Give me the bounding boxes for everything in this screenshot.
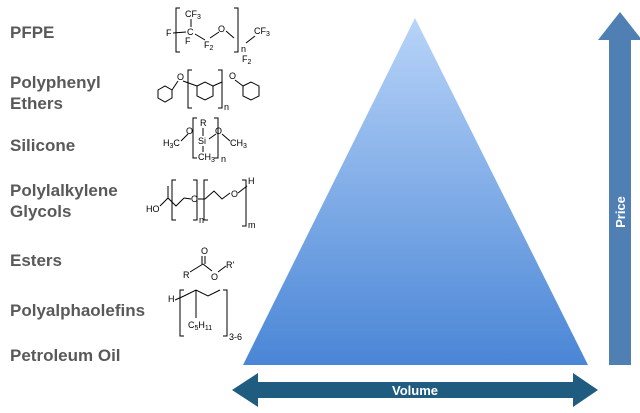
label-polyalphaolefins: Polyalphaolefins xyxy=(10,301,146,320)
pfpe-f2-right: F2 xyxy=(242,54,252,66)
pfpe-o: O xyxy=(218,24,225,34)
silicone-structure: H3C O R Si CH3 O n CH3 xyxy=(163,117,247,164)
ppe-o-left: O xyxy=(177,72,184,82)
pao-h: H xyxy=(168,294,175,304)
pag-m: m xyxy=(248,220,256,230)
label-silicone: Silicone xyxy=(10,136,76,155)
price-arrow: Price xyxy=(598,12,640,365)
price-volume-pyramid xyxy=(243,18,588,365)
sil-o-left: O xyxy=(186,126,193,136)
pao-c5h11: C5H11 xyxy=(188,320,212,332)
pag-o-2: O xyxy=(231,189,238,199)
sil-o-right: O xyxy=(215,126,222,136)
sil-r: R xyxy=(200,118,207,128)
label-polyphenyl-ethers: Polyphenyl Ethers xyxy=(10,73,101,113)
pfpe-f-left: F xyxy=(166,28,172,38)
pfpe-cf3-top: CF3 xyxy=(185,9,201,21)
sil-n: n xyxy=(221,154,226,164)
pfpe-n: n xyxy=(241,44,246,54)
pfpe-cf3-right: CF3 xyxy=(254,26,270,38)
pag-structure: HO O n O m H xyxy=(146,176,256,230)
ester-o-carbonyl: O xyxy=(201,246,208,256)
ppe-o-right: O xyxy=(229,71,236,81)
polyphenyl-ether-structure: O n O xyxy=(157,69,260,112)
volume-arrow: Volume xyxy=(232,373,598,407)
pao-range: 3-6 xyxy=(229,332,242,342)
volume-axis-label: Volume xyxy=(392,383,438,398)
label-pfpe: PFPE xyxy=(10,23,55,42)
ester-r: R xyxy=(183,270,190,280)
ester-r-prime: R' xyxy=(226,260,234,270)
label-polyalkylene-glycols: Polylalkylene Glycols xyxy=(10,181,118,221)
sil-ch3-right: CH3 xyxy=(230,138,247,150)
pag-o-1: O xyxy=(191,194,198,204)
ester-o: O xyxy=(211,272,218,282)
pfpe-f: F xyxy=(185,36,191,46)
price-axis-label: Price xyxy=(613,196,628,228)
label-petroleum-oil: Petroleum Oil xyxy=(10,346,121,365)
sil-ch3-bottom: CH3 xyxy=(198,152,215,164)
pag-n: n xyxy=(199,215,204,225)
pag-ho: HO xyxy=(146,204,160,214)
ester-structure: O R O R' xyxy=(183,246,234,282)
pfpe-f2: F2 xyxy=(204,40,214,52)
label-esters: Esters xyxy=(10,251,62,270)
ppe-n: n xyxy=(224,102,229,112)
sil-si: Si xyxy=(198,136,206,146)
pfpe-c: C xyxy=(187,27,194,37)
sil-h3c: H3C xyxy=(163,138,180,150)
pfpe-structure: CF3 C F F F2 O n F2 CF3 xyxy=(166,7,270,66)
pao-structure: H C5H11 3-6 xyxy=(168,289,242,342)
pag-h: H xyxy=(248,176,255,186)
